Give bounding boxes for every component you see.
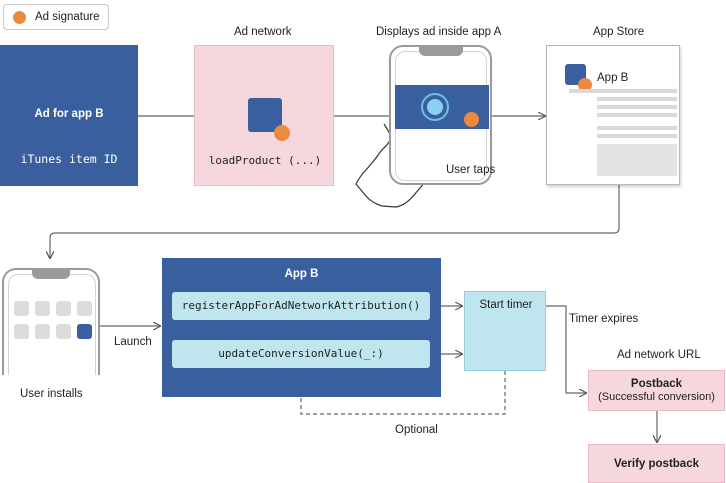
optional-label: Optional	[395, 424, 438, 436]
legend: Ad signature	[3, 4, 109, 30]
phone-notch	[32, 270, 70, 279]
text-line	[597, 113, 677, 117]
user-taps-caption: User taps	[446, 164, 496, 176]
ad-network-url-label: Ad network URL	[617, 349, 701, 361]
text-line	[597, 97, 677, 101]
tap-ring-icon	[421, 93, 449, 121]
app-store-page: App B	[546, 45, 680, 185]
start-timer-box: Start timer	[464, 291, 546, 371]
app-icon[interactable]	[14, 324, 29, 339]
phone-notch	[419, 47, 463, 56]
timer-expires-label: Timer expires	[569, 313, 639, 325]
text-line	[597, 105, 677, 109]
app-icon[interactable]	[56, 324, 71, 339]
display-heading: Displays ad inside app A	[376, 26, 502, 38]
verify-postback-box: Verify postback	[588, 444, 725, 483]
postback-subtitle: (Successful conversion)	[598, 391, 715, 403]
ad-signature-dot-icon	[274, 125, 290, 141]
ad-network-heading: Ad network	[234, 26, 292, 38]
text-line	[597, 134, 677, 138]
arrow-timer-expires	[546, 305, 586, 393]
app-b-icon[interactable]	[77, 324, 92, 339]
tap-point-icon	[427, 99, 443, 115]
ad-box-title: Ad for app B	[34, 108, 104, 120]
ad-box-subtitle: iTunes item ID	[20, 152, 118, 166]
app-icon[interactable]	[56, 301, 71, 316]
verify-postback-label: Verify postback	[613, 458, 699, 470]
ad-signature-dot-icon	[13, 11, 26, 24]
app-store-heading: App Store	[593, 26, 645, 38]
ad-network-box: loadProduct (...)	[194, 45, 334, 186]
ad-signature-dot-icon	[464, 112, 479, 127]
app-b-box: App B registerAppForAdNetworkAttribution…	[162, 258, 441, 397]
user-installs-caption: User installs	[20, 388, 83, 400]
legend-label: Ad signature	[35, 11, 100, 23]
postback-title: Postback	[630, 378, 683, 390]
ad-box: Ad for app B iTunes item ID	[0, 45, 138, 186]
app-icon[interactable]	[14, 301, 29, 316]
app-icon[interactable]	[35, 301, 50, 316]
app-icon[interactable]	[77, 301, 92, 316]
postback-box: Postback (Successful conversion)	[588, 370, 725, 411]
app-b-title: App B	[284, 268, 319, 280]
text-line	[597, 126, 677, 130]
load-product-code: loadProduct (...)	[208, 154, 322, 167]
arrow-store-to-install	[50, 185, 620, 258]
phone-home-screen	[2, 268, 100, 375]
app-store-app-name: App B	[597, 72, 629, 84]
register-attribution-method: registerAppForAdNetworkAttribution()	[172, 292, 430, 320]
screenshot-placeholder	[597, 144, 677, 176]
app-icon[interactable]	[35, 324, 50, 339]
update-conversion-method: updateConversionValue(_:)	[172, 340, 430, 368]
ad-signature-dot-icon	[578, 78, 592, 92]
launch-label: Launch	[114, 336, 152, 348]
text-line	[569, 89, 677, 93]
phone-app-a	[389, 45, 492, 185]
start-timer-label: Start timer	[479, 299, 533, 311]
